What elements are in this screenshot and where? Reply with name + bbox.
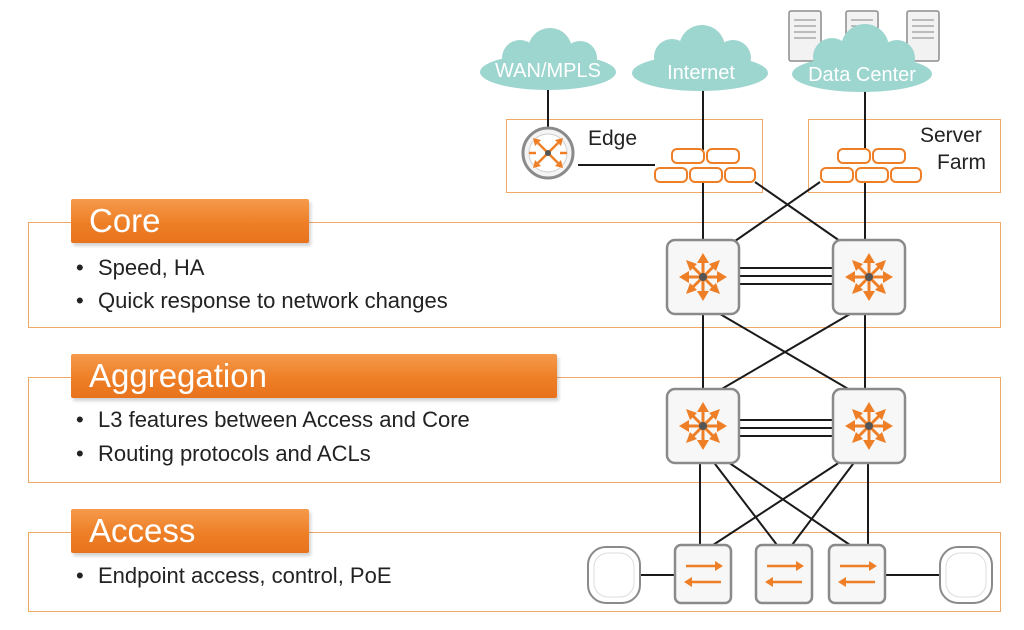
aggregation-bullet-2: •Routing protocols and ACLs xyxy=(76,441,371,466)
server-farm-label-line1: Server xyxy=(920,124,982,147)
core-bullet-2: •Quick response to network changes xyxy=(76,288,448,313)
access-point-icon xyxy=(587,546,641,604)
core-switch-icon xyxy=(831,238,907,316)
access-point-icon xyxy=(939,546,993,604)
router-icon xyxy=(521,126,575,180)
aggregation-switch-icon xyxy=(665,387,741,465)
access-switch-icon xyxy=(754,543,814,605)
aggregation-bullet-1: •L3 features between Access and Core xyxy=(76,407,470,432)
access-tag: Access xyxy=(71,509,309,553)
cloud-icon xyxy=(480,24,932,92)
firewall-icon xyxy=(820,148,922,183)
datacenter-cloud-label: Data Center xyxy=(808,64,916,86)
internet-cloud xyxy=(632,25,768,91)
access-switch-icon xyxy=(827,543,887,605)
aggregation-tag: Aggregation xyxy=(71,354,557,398)
internet-cloud-label: Internet xyxy=(667,62,735,84)
links xyxy=(547,90,940,576)
wan-cloud-label: WAN/MPLS xyxy=(495,60,601,82)
core-switch-icon xyxy=(665,238,741,316)
access-bullet-1: •Endpoint access, control, PoE xyxy=(76,563,392,588)
access-switch-icon xyxy=(673,543,733,605)
datacenter-cloud xyxy=(792,24,932,92)
wan-cloud xyxy=(480,28,616,90)
server-farm-label-line2: Farm xyxy=(937,151,986,174)
core-bullet-1: •Speed, HA xyxy=(76,255,205,280)
firewall-icon xyxy=(654,148,756,183)
core-tag: Core xyxy=(71,199,309,243)
aggregation-switch-icon xyxy=(831,387,907,465)
edge-label: Edge xyxy=(588,127,638,150)
